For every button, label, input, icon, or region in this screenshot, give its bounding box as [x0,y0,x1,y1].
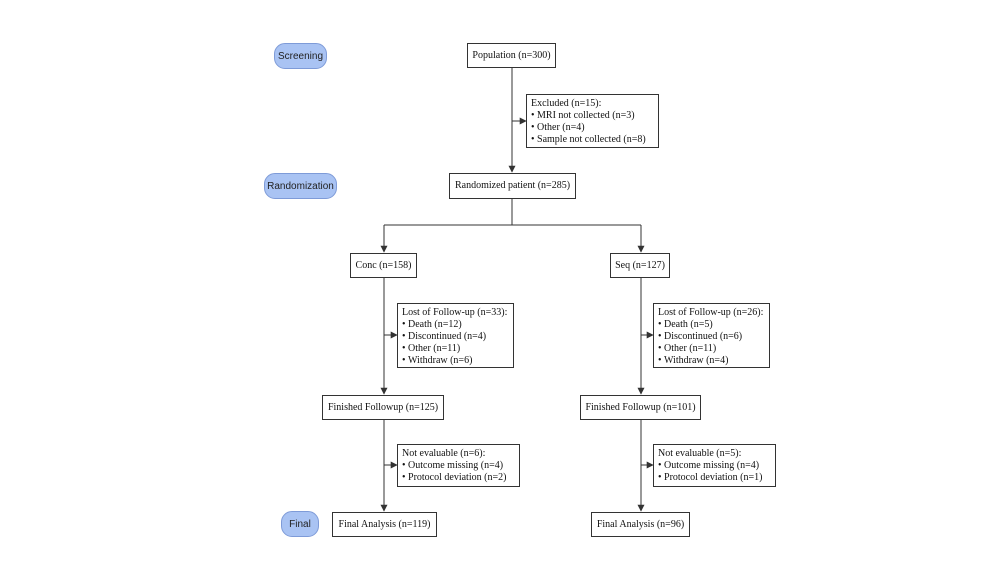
seq-lost-item: Other (n=11) [658,343,765,355]
seq-lost-item: Withdraw (n=4) [658,355,765,367]
conc-not-evaluable-box: Not evaluable (n=6): Outcome missing (n=… [397,444,520,487]
excluded-item: Other (n=4) [531,122,654,134]
seq-not-evaluable-title: Not evaluable (n=5): [658,448,742,459]
seq-arm-box: Seq (n=127) [610,253,670,278]
conc-arm-box: Conc (n=158) [350,253,417,278]
stage-screening: Screening [274,43,327,69]
conc-lost-item: Death (n=12) [402,319,509,331]
seq-finished-box: Finished Followup (n=101) [580,395,701,420]
conc-lost-list: Death (n=12) Discontinued (n=4) Other (n… [402,319,509,367]
conc-not-evaluable-list: Outcome missing (n=4) Protocol deviation… [402,460,515,484]
seq-lost-box: Lost of Follow-up (n=26): Death (n=5) Di… [653,303,770,368]
conc-lost-box: Lost of Follow-up (n=33): Death (n=12) D… [397,303,514,368]
conc-final-box: Final Analysis (n=119) [332,512,437,537]
conc-lost-item: Other (n=11) [402,343,509,355]
seq-lost-title: Lost of Follow-up (n=26): [658,307,764,318]
conc-finished-box: Finished Followup (n=125) [322,395,444,420]
conc-lost-item: Discontinued (n=4) [402,331,509,343]
conc-lost-title: Lost of Follow-up (n=33): [402,307,508,318]
stage-final: Final [281,511,319,537]
conc-not-evaluable-item: Outcome missing (n=4) [402,460,515,472]
excluded-list: MRI not collected (n=3) Other (n=4) Samp… [531,110,654,146]
conc-lost-item: Withdraw (n=6) [402,355,509,367]
seq-lost-item: Death (n=5) [658,319,765,331]
stage-randomization: Randomization [264,173,337,199]
seq-not-evaluable-item: Outcome missing (n=4) [658,460,771,472]
excluded-item: Sample not collected (n=8) [531,134,654,146]
seq-not-evaluable-list: Outcome missing (n=4) Protocol deviation… [658,460,771,484]
seq-not-evaluable-box: Not evaluable (n=5): Outcome missing (n=… [653,444,776,487]
population-box: Population (n=300) [467,43,556,68]
seq-not-evaluable-item: Protocol deviation (n=1) [658,472,771,484]
excluded-title: Excluded (n=15): [531,98,602,109]
seq-lost-item: Discontinued (n=6) [658,331,765,343]
conc-not-evaluable-title: Not evaluable (n=6): [402,448,486,459]
seq-lost-list: Death (n=5) Discontinued (n=6) Other (n=… [658,319,765,367]
randomized-box: Randomized patient (n=285) [449,173,576,199]
excluded-item: MRI not collected (n=3) [531,110,654,122]
excluded-box: Excluded (n=15): MRI not collected (n=3)… [526,94,659,148]
conc-not-evaluable-item: Protocol deviation (n=2) [402,472,515,484]
seq-final-box: Final Analysis (n=96) [591,512,690,537]
